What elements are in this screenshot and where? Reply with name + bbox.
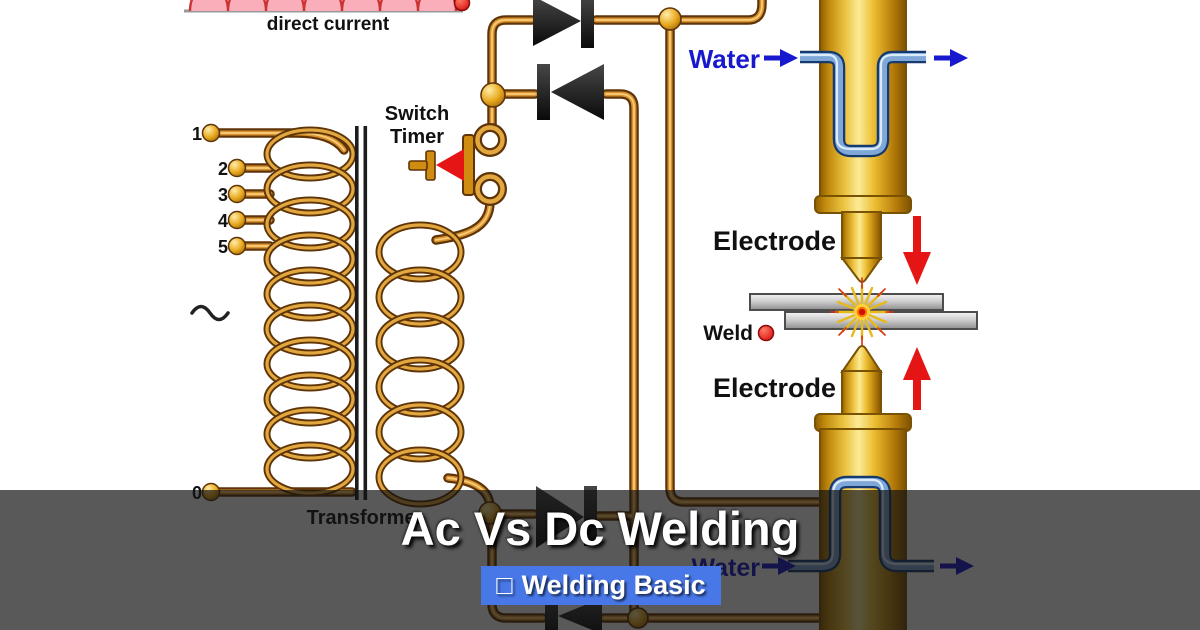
force-arrow-up-icon: [903, 347, 931, 410]
waveform-humps: [188, 0, 458, 12]
waveform-caption: direct current: [267, 14, 390, 35]
transformer-core: [355, 126, 368, 500]
tap-label-5: 5: [218, 237, 228, 257]
upper-water-tube: [800, 50, 926, 158]
water-out-arrow-icon: [934, 49, 968, 67]
weld-indicator-dot: [757, 324, 775, 342]
switch-blade: [462, 134, 475, 196]
transformer-secondary-coil: [379, 225, 461, 504]
tap-label-3: 3: [218, 185, 228, 205]
tap-label-2: 2: [218, 159, 228, 179]
title-overlay-band: [0, 490, 1200, 630]
diode-top-right-facing: [533, 0, 594, 48]
switch-label: Switch: [385, 103, 449, 125]
transformer-primary-coil: [267, 130, 353, 493]
water-in-arrow-icon: [764, 49, 798, 67]
upper-electrode: [764, 0, 968, 283]
card-title: Ac Vs Dc Welding: [400, 502, 800, 555]
force-arrow-down-icon: [903, 216, 931, 285]
placeholder-glyph-icon: □: [496, 570, 513, 600]
waveform-end-dot: [453, 0, 471, 12]
electrode-upper-label: Electrode: [713, 226, 836, 256]
timer-label: Timer: [390, 126, 444, 148]
tap-label-1: 1: [192, 124, 202, 144]
switch-timer-contacts: [408, 123, 507, 206]
switch-actuator-arrow-icon: [436, 149, 464, 181]
channel-badge-label: Welding Basic: [521, 570, 706, 600]
diode-top-left-facing: [537, 64, 604, 120]
tap-label-4: 4: [218, 211, 228, 231]
ac-sine-icon: [190, 304, 230, 322]
dc-waveform: [184, 0, 471, 13]
channel-badge[interactable]: □ Welding Basic: [481, 566, 721, 605]
weld-label: Weld: [703, 322, 753, 345]
lower-electrode-tip: [840, 345, 883, 373]
electrode-lower-label: Electrode: [713, 373, 836, 403]
weld-spark: [830, 277, 894, 347]
water-in-label: Water: [689, 44, 760, 74]
